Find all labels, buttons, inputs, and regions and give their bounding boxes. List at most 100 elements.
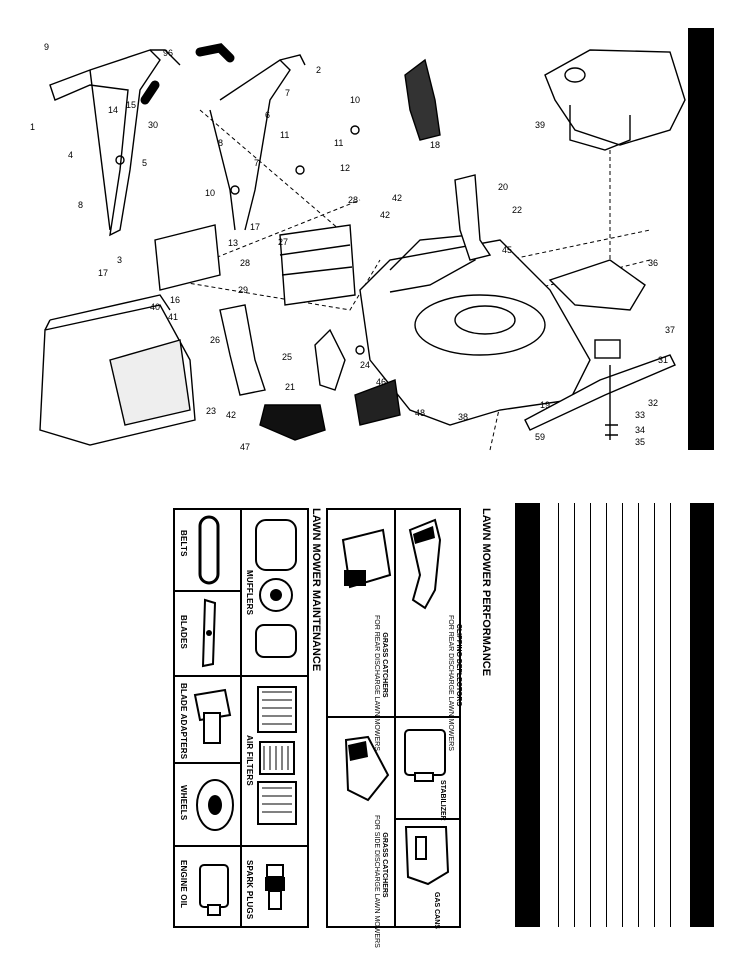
part-number: 18: [430, 140, 441, 150]
side-catcher-title: GRASS CATCHERS: [381, 832, 388, 898]
maint-divider-v3: [173, 762, 240, 764]
part-number: 46: [376, 377, 387, 387]
part-number: 48: [415, 408, 426, 418]
rear-catcher-sub: FOR REAR DISCHARGE LAWN MOWERS: [373, 615, 380, 751]
part-number: 32: [648, 398, 659, 408]
blade-adapters-label: BLADE ADAPTERS: [179, 683, 188, 760]
engine-oil-label: ENGINE OIL: [179, 860, 188, 909]
rear-catcher-label-wrap: GRASS CATCHERS FOR REAR DISCHARGE LAWN M…: [344, 615, 388, 751]
part-number: 42: [380, 210, 391, 220]
part-number: 12: [340, 163, 351, 173]
parts-table-frame: [515, 503, 714, 927]
part-number: 26: [210, 335, 221, 345]
air-filters-image: [257, 686, 297, 825]
part-number: 2: [316, 65, 322, 75]
part-number: 27: [278, 237, 289, 247]
part-number: 10: [205, 188, 216, 198]
table-rule: [622, 503, 623, 927]
part-number: 7: [285, 88, 291, 98]
clipping-deflector-label-wrap: CLIPPING DEFLECTORS FOR REAR DISCHARGE L…: [418, 615, 462, 751]
mufflers-label-wrap: MUFFLERS: [242, 570, 254, 630]
spark-plug-image: [265, 864, 285, 910]
engine-oil-image: [199, 864, 229, 916]
blades-label-wrap: BLADES: [176, 615, 188, 655]
maint-divider-v4: [173, 845, 309, 847]
part-number: 24: [360, 360, 371, 370]
part-number: 35: [635, 437, 646, 447]
performance-heading-wrap: LAWN MOWER PERFORMANCE: [478, 508, 492, 738]
part-number: 39: [535, 120, 546, 130]
belts-image: [198, 515, 220, 585]
part-number: 42: [392, 193, 403, 203]
table-rule: [670, 503, 671, 927]
part-number: 31: [658, 355, 669, 365]
table-rule: [590, 503, 591, 927]
blades-image: [201, 598, 217, 668]
header-bar: [688, 28, 714, 450]
perf-divider-v2: [394, 818, 461, 820]
part-number: 28: [240, 258, 251, 268]
maintenance-heading: LAWN MOWER MAINTENANCE: [310, 508, 322, 672]
part-number: 11: [334, 138, 344, 148]
side-catcher-sub: FOR SIDE DISCHARGE LAWN MOWERS: [373, 815, 380, 948]
part-number: 8: [78, 200, 84, 210]
table-rule: [558, 503, 559, 927]
part-number: 10: [350, 95, 361, 105]
blade-adapter-image: [193, 688, 232, 744]
table-rule: [654, 503, 655, 927]
part-number: 16: [170, 295, 181, 305]
part-number: 23: [206, 406, 217, 416]
belts-label: BELTS: [179, 530, 188, 557]
part-number: 59: [535, 432, 546, 442]
maintenance-heading-wrap: LAWN MOWER MAINTENANCE: [308, 508, 322, 738]
part-number: 41: [168, 312, 179, 322]
side-grass-catcher-image: [344, 735, 390, 802]
belts-label-wrap: BELTS: [176, 530, 188, 570]
air-filters-label: AIR FILTERS: [245, 735, 254, 786]
part-number: 29: [238, 285, 249, 295]
blades-label: BLADES: [179, 615, 188, 650]
side-catcher-label-wrap: GRASS CATCHERS FOR SIDE DISCHARGE LAWN M…: [344, 815, 388, 948]
wheels-image: [196, 779, 234, 831]
part-number: 40: [150, 302, 161, 312]
part-number: 33: [635, 410, 646, 420]
spark-plugs-label: SPARK PLUGS: [245, 860, 254, 920]
part-number: 45: [502, 245, 513, 255]
stabilizer-image: [404, 729, 446, 782]
maint-divider-h: [240, 508, 242, 928]
table-rule: [574, 503, 575, 927]
part-number: 17: [98, 268, 109, 278]
part-number: 11: [280, 130, 290, 140]
parts-diagram: 1 2 3 4 5 6 7 7 8 8 9 10 10 11 11 12 13 …: [30, 30, 686, 460]
part-number: 6: [265, 110, 271, 120]
maint-divider-v2: [173, 675, 309, 677]
wheels-label-wrap: WHEELS: [176, 785, 188, 835]
part-number: 34: [635, 425, 646, 435]
stabilizer-title: STABILIZER: [439, 780, 446, 821]
part-number: 7: [254, 158, 260, 168]
engine-oil-label-wrap: ENGINE OIL: [176, 860, 188, 920]
mufflers-image: [255, 519, 297, 658]
part-number: 14: [108, 105, 119, 115]
part-number: 8: [218, 138, 224, 148]
part-number: 19: [540, 400, 551, 410]
gas-cans-label-wrap: GAS CANS: [420, 892, 440, 929]
part-number: 5: [142, 158, 148, 168]
part-number: 30: [148, 120, 159, 130]
performance-heading: LAWN MOWER PERFORMANCE: [480, 508, 492, 677]
table-rule: [638, 503, 639, 927]
part-number: 21: [285, 382, 296, 392]
part-number: 17: [250, 222, 261, 232]
table-rule: [606, 503, 607, 927]
gas-cans-title: GAS CANS: [433, 892, 440, 929]
exploded-view-drawing: [39, 43, 686, 451]
part-number: 36: [648, 258, 659, 268]
parts-table-body: [540, 503, 690, 927]
part-number: 25: [282, 352, 293, 362]
performance-panel: [326, 508, 461, 928]
part-number: 20: [498, 182, 509, 192]
perf-divider-v: [326, 716, 461, 718]
wheels-label: WHEELS: [179, 785, 188, 821]
spark-plugs-label-wrap: SPARK PLUGS: [242, 860, 254, 920]
rear-catcher-title: GRASS CATCHERS: [381, 632, 388, 698]
